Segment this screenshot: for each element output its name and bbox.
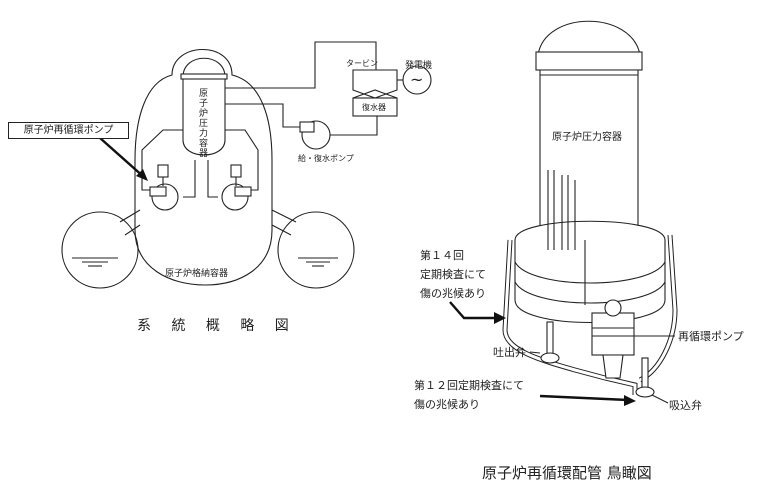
annotation-line: 第１４回 [420, 249, 464, 262]
recirc-loop-right [225, 129, 259, 191]
birdseye-caption: 原子炉再循環配管 鳥瞰図 [482, 464, 652, 482]
recirc-loop-left [141, 129, 183, 191]
recirc-pump-right [221, 183, 249, 211]
rpv-dome [537, 20, 641, 56]
rpv-shell [539, 69, 639, 247]
steam-line [225, 41, 377, 89]
suppression-pool-left [61, 211, 139, 289]
recirc-pump-legend: 原子炉再循環ポンプ [8, 122, 129, 139]
system-diagram-caption: 系 統 概 略 図 [137, 318, 297, 334]
rpv-flange [535, 51, 643, 71]
legend-pointer-arrow [99, 137, 146, 179]
pressure-vessel-outline [182, 57, 226, 156]
annotation-line: 傷の兆候あり [414, 398, 480, 411]
annotation-14th-inspection: 第１４回 定期検査にて 傷の兆候あり [420, 246, 486, 303]
annotation-arrow-14th [449, 301, 497, 320]
feedwater-pump [301, 120, 331, 150]
recirc-pump-body [591, 312, 635, 356]
discharge-valve [546, 321, 554, 357]
annotation-12th-inspection: 第１２回定期検査にて 傷の兆候あり [414, 376, 524, 414]
containment-vessel-outline [134, 48, 273, 286]
annotation-line: 傷の兆候あり [420, 287, 486, 300]
feedwater-pump-label: 給・復水ポンプ [298, 154, 354, 163]
generator-label: 発電機 [405, 61, 433, 71]
annotation-line: 定期検査にて [420, 268, 486, 281]
suppression-pool-right [277, 211, 355, 289]
recirc-header-ring [514, 220, 666, 323]
containment-vessel-label: 原子炉格納容器 [165, 269, 229, 279]
discharge-valve-label: 吐出弁 [493, 346, 526, 359]
recirc-pump-left [151, 183, 179, 211]
turbine-label: タービン [346, 59, 378, 68]
suction-valve [641, 357, 649, 391]
generator [402, 65, 432, 95]
condenser-label: 復水器 [362, 103, 386, 112]
suction-valve-label: 吸込弁 [669, 399, 702, 412]
condenser [352, 97, 398, 117]
condensate-line [330, 113, 378, 136]
annotation-arrow-12th [539, 394, 629, 402]
annotation-line: 第１２回定期検査にて [414, 379, 524, 392]
recirc-pump-label: 再循環ポンプ [678, 330, 744, 343]
feedwater-line [225, 103, 300, 128]
vessel-flange [180, 73, 228, 80]
pressure-vessel-label: 原子炉圧力容器 [197, 88, 207, 158]
turbine [352, 69, 398, 99]
rpv-label: 原子炉圧力容器 [552, 132, 622, 143]
generator-symbol: ~ [410, 70, 424, 89]
